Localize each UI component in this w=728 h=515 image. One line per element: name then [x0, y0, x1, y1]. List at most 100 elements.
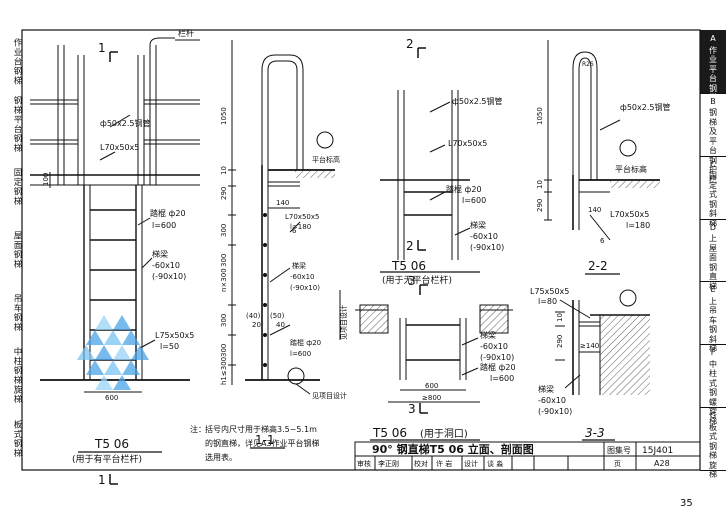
- dim-100: 100: [42, 173, 50, 186]
- left-tab-0: 作业台钢梯: [12, 37, 22, 86]
- label-foot-length: l=50: [160, 342, 179, 351]
- right-tab-d[interactable]: D 上屋面钢直梯: [700, 219, 726, 291]
- dim-pair-40: (40): [246, 312, 261, 320]
- right-tab-letter: B: [710, 96, 716, 106]
- sheet-border: [21, 29, 701, 471]
- dim-140: 140: [276, 199, 289, 207]
- label-angle: L70x50x5: [100, 143, 139, 152]
- right-tab-a[interactable]: A 作业平台钢梯: [700, 30, 726, 102]
- label-angle-length: l=80: [538, 297, 557, 306]
- dim-290: 290: [220, 187, 228, 200]
- label-beam-size-alt: (-90x10): [538, 407, 572, 416]
- right-tab-letter: G: [709, 411, 717, 421]
- label-beam-size: -60x10: [538, 396, 566, 405]
- dim-800: ≥800: [422, 394, 441, 402]
- label-ground-design: 见项目设计: [312, 391, 347, 400]
- dim-6: 6: [292, 227, 297, 235]
- left-tab-6: 板式钢梯: [12, 419, 22, 458]
- sheet-page: A28: [654, 459, 670, 468]
- label-rung-length: l=600: [290, 350, 311, 358]
- note-line-3: 选用表。: [205, 452, 237, 462]
- label-angle: L70x50x5: [285, 213, 319, 221]
- dim-6: 6: [600, 237, 605, 245]
- label-angle: L75x50x5: [530, 287, 569, 296]
- label-angle: L70x50x5: [448, 139, 487, 148]
- reviewer-name: 李正刚: [378, 459, 399, 468]
- dim-300-c: 300: [220, 314, 228, 327]
- right-tab-letter: A: [710, 34, 716, 43]
- label-angle-length: l=180: [626, 221, 650, 230]
- dim-140: ≥140: [580, 342, 599, 350]
- section-mark-1-bottom: 1: [98, 473, 106, 487]
- label-rung: 踏棍 ф20: [150, 208, 186, 218]
- section-mark-3-top: 3: [408, 274, 416, 288]
- dim-290: 290: [536, 199, 544, 212]
- label-see-design: 见项目设计: [339, 305, 348, 340]
- dim-140: 140: [588, 206, 601, 214]
- view-title-no-rail: T5 06: [391, 259, 426, 273]
- view-elevation-with-rail: [30, 37, 200, 485]
- left-index-tabs: 作业台钢梯钢梯平台钢梯固定钢梯屋面钢梯吊车钢梯中柱钢梯旋梯板式钢梯: [0, 30, 22, 470]
- label-beam-size: -60x10: [290, 273, 314, 281]
- dim-h1: h1≤300: [220, 357, 228, 385]
- right-tab-letter: E: [710, 285, 716, 295]
- view-title-left: T5 06: [94, 437, 129, 451]
- section-mark-3-bottom: 3: [408, 402, 416, 416]
- label-rung-length: l=600: [490, 374, 514, 383]
- label-rung: 踏棍 ф20: [446, 184, 482, 194]
- title-block: [354, 441, 701, 471]
- view-subtitle-opening: (用于洞口): [420, 428, 468, 440]
- label-beam-size-alt: (-90x10): [152, 272, 186, 281]
- dim-290: 290: [556, 335, 564, 348]
- reviewer-label: 审核: [357, 459, 371, 468]
- left-tab-2: 固定钢梯: [12, 168, 22, 207]
- right-tab-label: 作业平台钢梯: [709, 45, 717, 103]
- label-rung: 踏棍 ф20: [480, 362, 516, 372]
- right-tab-label: 上屋面钢直梯: [709, 234, 717, 291]
- label-beam-size: -60x10: [480, 342, 508, 351]
- drawing-title: 90° 钢直梯T5 06 立面、剖面图: [372, 442, 534, 456]
- label-platform-elevation: 平台标高: [312, 155, 340, 164]
- view-title-3-3: 3-3: [585, 426, 605, 440]
- note-line-1: 括号内尺寸用于梯高3.5~5.1m: [205, 424, 317, 434]
- dim-pair-20: 20: [252, 321, 261, 329]
- atlas-number: 15J401: [642, 446, 673, 456]
- right-tab-label: 固定式钢斜梯: [709, 171, 717, 228]
- page-label: 页: [614, 460, 621, 468]
- watermark-logo: [77, 315, 149, 390]
- dim-300-d: 300: [220, 344, 228, 357]
- left-tab-3: 屋面钢梯: [12, 230, 22, 269]
- label-rung-length: l=600: [462, 196, 486, 205]
- label-beam: 梯梁: [470, 220, 486, 230]
- dim-width-600: 600: [105, 394, 118, 402]
- dim-pair-50: (50): [270, 312, 285, 320]
- label-beam-size-alt: (-90x10): [290, 284, 320, 292]
- label-rail: 栏杆: [178, 28, 194, 38]
- section-mark-2-bottom: 2: [406, 239, 414, 253]
- dim-10: 10: [556, 313, 564, 322]
- note-block: 注： 括号内尺寸用于梯高3.5~5.1m 的钢直梯，详见A3作业平台钢梯 选用表…: [190, 424, 320, 462]
- view-section-1-1: [228, 40, 335, 395]
- dim-10: 10: [220, 166, 228, 175]
- label-platform-elevation: 平台标高: [615, 164, 647, 174]
- section-mark-1-top: 1: [98, 41, 106, 55]
- dim-n300: n×300: [220, 268, 228, 292]
- view-subtitle-left: (用于有平台栏杆): [72, 453, 142, 465]
- designer-name: 谈 淼: [487, 459, 503, 468]
- atlas-label: 图集号: [607, 445, 631, 455]
- checker-label: 校对: [414, 459, 428, 468]
- note-prefix: 注：: [190, 424, 206, 434]
- right-tab-label: 上吊车钢斜梯: [709, 296, 717, 354]
- label-rung: 踏棍 ф20: [290, 338, 321, 347]
- left-tab-1: 钢梯平台钢梯: [12, 95, 22, 153]
- right-tab-letter: D: [709, 222, 717, 232]
- label-radius: R25: [582, 61, 594, 68]
- right-tab-letter: F: [710, 348, 716, 358]
